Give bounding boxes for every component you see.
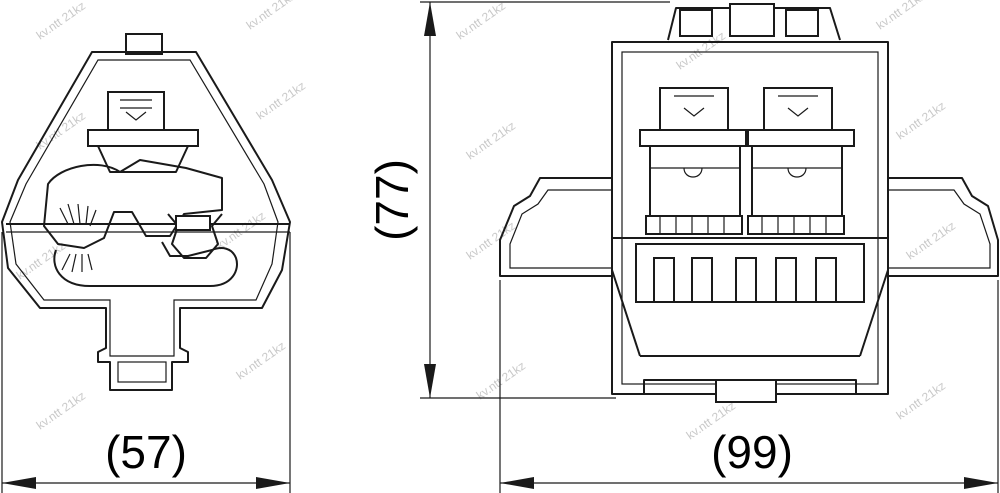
height-dimension bbox=[420, 1, 670, 399]
watermark-text: kv.ntt 21kz bbox=[454, 0, 508, 42]
bolt-washer bbox=[87, 129, 199, 147]
width-dimension bbox=[1, 232, 291, 493]
watermark-text: kv.ntt 21kz bbox=[904, 219, 958, 263]
watermark-text: kv.ntt 21kz bbox=[34, 389, 88, 433]
right-wing bbox=[888, 177, 999, 277]
front-lower-comb bbox=[635, 243, 865, 303]
width-dimension-label: (57) bbox=[105, 426, 187, 478]
clamp-lower-loop bbox=[53, 241, 238, 287]
front-bolt-head-left bbox=[659, 87, 729, 131]
watermark-text: kv.ntt 21kz bbox=[464, 119, 518, 163]
front-clamp-left bbox=[649, 145, 741, 217]
watermark-text: kv.ntt 21kz bbox=[34, 0, 88, 42]
side-section-view bbox=[1, 33, 291, 391]
watermark-text: kv.ntt 21kz bbox=[34, 109, 88, 153]
inner-housing-wall bbox=[9, 59, 279, 357]
front-clamp-right bbox=[751, 145, 843, 217]
height-dimension-label: (77) bbox=[366, 159, 418, 241]
watermark-text: kv.ntt 21kz bbox=[894, 99, 948, 143]
watermark-text: kv.ntt 21kz bbox=[234, 339, 288, 383]
clamp-body bbox=[43, 159, 223, 249]
length-dimension bbox=[499, 280, 999, 493]
watermark-text: kv.ntt 21kz bbox=[874, 0, 928, 32]
watermark-text: kv.ntt 21kz bbox=[254, 79, 308, 123]
watermark-text: kv.ntt 21kz bbox=[244, 0, 298, 32]
top-cap bbox=[125, 33, 163, 55]
front-teeth-row bbox=[645, 215, 845, 235]
outer-housing bbox=[1, 51, 291, 391]
bolt-head bbox=[107, 91, 165, 133]
left-wing bbox=[499, 177, 612, 277]
length-dimension-label: (99) bbox=[711, 426, 793, 478]
watermark-text: kv.ntt 21kz bbox=[474, 359, 528, 403]
watermark-text: kv.ntt 21kz bbox=[894, 379, 948, 423]
front-view bbox=[499, 3, 999, 403]
clamp-teeth bbox=[59, 203, 97, 273]
front-bolt-head-right bbox=[763, 87, 833, 131]
